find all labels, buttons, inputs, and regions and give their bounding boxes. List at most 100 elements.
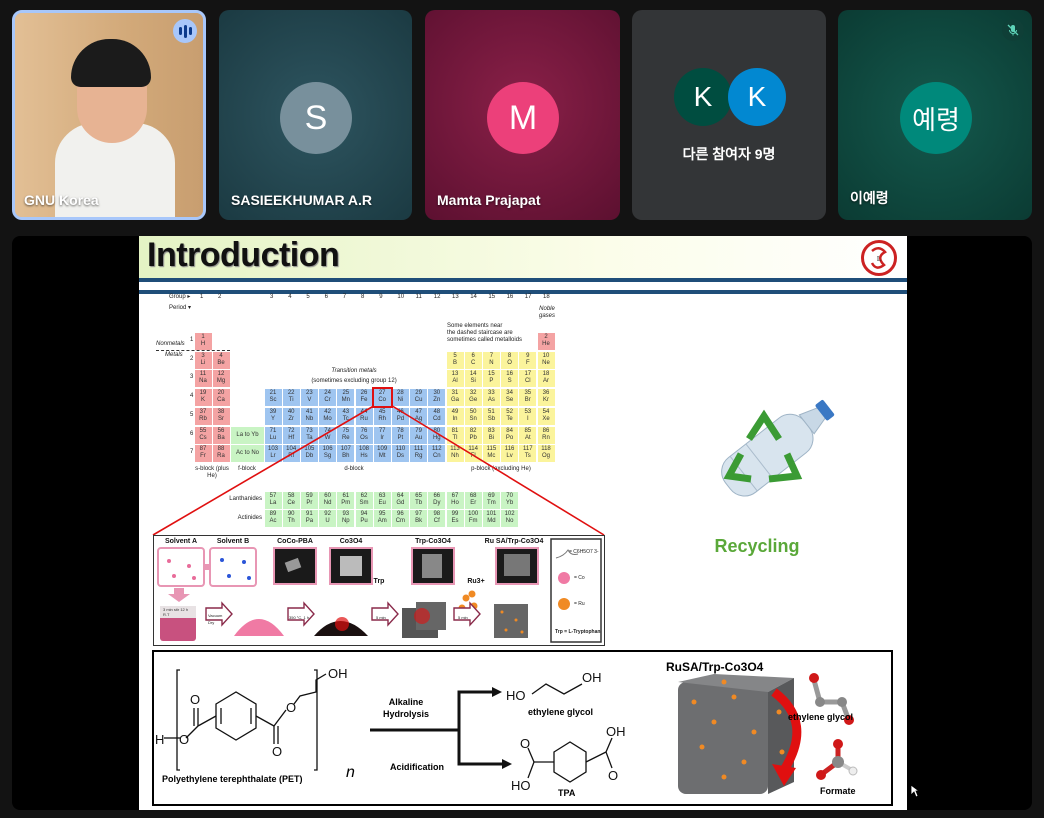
- period-number: 3: [190, 374, 194, 381]
- period-number: 7: [190, 449, 194, 456]
- svg-text:O: O: [520, 736, 530, 751]
- participant-tile-gnu-korea[interactable]: GNU Korea: [12, 10, 206, 220]
- group-number: 7: [342, 294, 347, 300]
- shared-slide: Introduction L Group ▸ Period ▾ Nonmetal…: [139, 236, 907, 810]
- avatar: K: [728, 68, 786, 126]
- actinides-label: Actinides: [237, 515, 262, 521]
- group-number: 4: [288, 294, 292, 300]
- period-number: 2: [190, 355, 194, 362]
- participant-name: SASIEEKHUMAR A.R: [231, 192, 373, 208]
- group-number: 10: [397, 294, 405, 300]
- legend-item: = C6H5O7 3-: [569, 549, 599, 555]
- trp-label: Trp: [373, 578, 385, 585]
- mouse-cursor-icon: [910, 784, 920, 798]
- other-participants-count: 다른 참여자 9명: [682, 146, 776, 162]
- catalyst-input-label: ethylene glycol: [788, 712, 854, 722]
- participant-tile-yeryeong[interactable]: 예령 이예령: [838, 10, 1032, 220]
- mic-off-icon: [1002, 19, 1024, 41]
- block-label: d-block: [344, 466, 364, 472]
- period-number: 6: [190, 430, 194, 437]
- group-label: Group ▸: [169, 294, 191, 300]
- step-acidification: Acidification: [390, 762, 445, 772]
- svg-text:O: O: [286, 700, 296, 715]
- step-label: CoCo-PBA: [277, 538, 313, 545]
- participant-tile-mamta[interactable]: M Mamta Prajapat: [425, 10, 620, 220]
- video-feed: [15, 13, 203, 217]
- block-label: f-block: [238, 466, 256, 472]
- svg-text:H: H: [155, 732, 164, 747]
- group-number: 9: [379, 294, 383, 300]
- transition-metals-label: Transition metals: [331, 368, 377, 374]
- svg-text:HO: HO: [506, 688, 526, 703]
- recycling-label: Recycling: [714, 536, 800, 556]
- synthesis-graphics: [157, 538, 602, 643]
- group-number: 12: [433, 294, 441, 300]
- group-number: 2: [218, 294, 222, 300]
- step-label: Co3O4: [339, 538, 363, 545]
- noble-gases-label: Noble gases: [538, 306, 555, 319]
- participant-name: Mamta Prajapat: [437, 192, 541, 208]
- recycled-bottle-image: [721, 400, 835, 497]
- other-participants-tile[interactable]: K K 다른 참여자 9명: [632, 10, 826, 220]
- period-number: 5: [190, 411, 194, 418]
- legend-item: Trp = L-Tryptophan: [555, 629, 601, 635]
- catalyst-output-label: Formate: [820, 786, 856, 796]
- block-label: s-block (plus He): [195, 466, 229, 479]
- avatar: S: [280, 82, 352, 154]
- avatar: 예령: [900, 82, 972, 154]
- participant-tile-sasieekhumar[interactable]: S SASIEEKHUMAR A.R: [219, 10, 412, 220]
